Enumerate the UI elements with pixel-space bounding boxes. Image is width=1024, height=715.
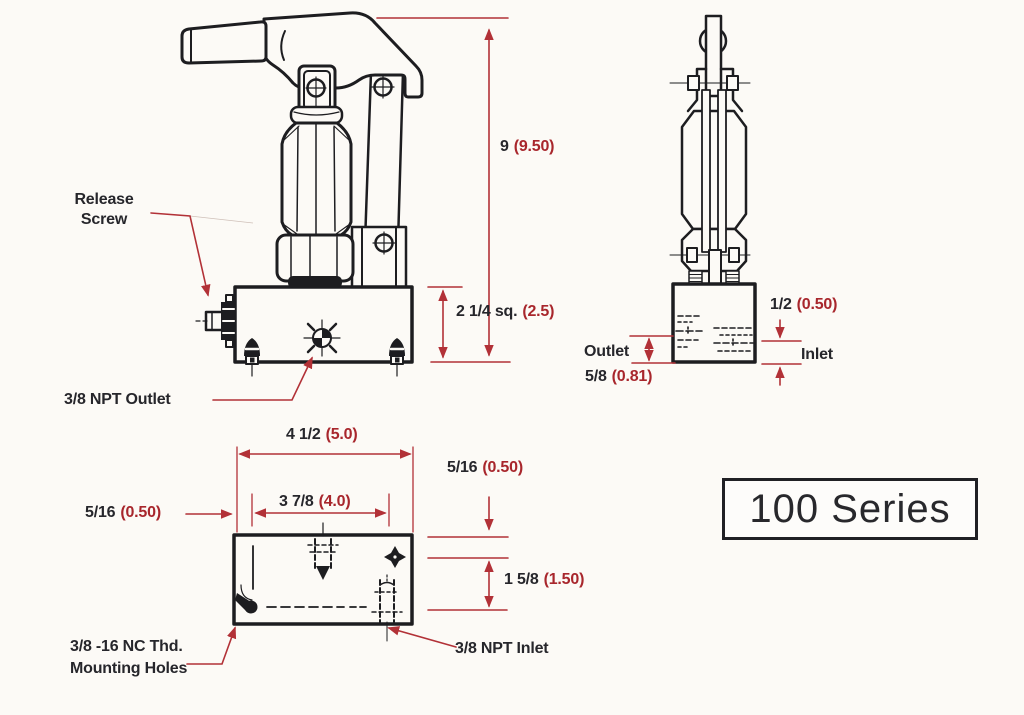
release-screw-leader xyxy=(150,212,211,297)
dim-base-width: 4 1/2(5.0) xyxy=(286,426,358,443)
dim-edge-offset-top: 5/16(0.50) xyxy=(447,459,523,476)
inlet-thread-icon xyxy=(371,574,403,642)
dim-edge-offset-left: 5/16(0.50) xyxy=(85,504,161,521)
dim-inlet-offset-side: 1/2(0.50) xyxy=(770,296,838,313)
mounting-hole-icon xyxy=(244,338,260,377)
release-screw-icon xyxy=(195,294,236,348)
side-view-drawing xyxy=(669,14,757,364)
handle-bar-side xyxy=(704,14,723,98)
release-screw-label: Release Screw xyxy=(74,191,134,228)
mounting-hole-icon xyxy=(389,338,405,377)
dim-base-square: 2 1/4 sq.(2.5) xyxy=(456,303,555,320)
inlet-leader xyxy=(387,626,457,648)
bottom-view-drawing xyxy=(232,522,414,642)
outlet-thread-icon xyxy=(307,538,339,580)
leader-fade-line xyxy=(189,215,254,224)
cylinder-side-upper xyxy=(680,109,748,231)
mounting-holes-label: 3/8 -16 NC Thd. Mounting Holes xyxy=(70,638,188,677)
mounting-hole-section-icon xyxy=(235,545,258,614)
dim-inlet-offset-bottom: 1 5/8(1.50) xyxy=(504,571,585,588)
series-title-box: 100 Series xyxy=(722,478,978,540)
dim-outlet-offset-side: 5/8(0.81) xyxy=(585,368,653,385)
hidden-port-lines xyxy=(675,315,754,352)
cylinder-hex-nut xyxy=(275,233,355,283)
side-outlet-label: Outlet xyxy=(584,343,630,360)
pump-base-side xyxy=(671,282,757,364)
front-view-drawing xyxy=(180,11,424,377)
pump-base-front xyxy=(233,285,414,364)
side-inlet-label: Inlet xyxy=(801,346,833,363)
mounting-holes-leader xyxy=(186,626,237,665)
bottom-inlet-label: 3/8 NPT Inlet xyxy=(455,640,549,657)
front-outlet-label: 3/8 NPT Outlet xyxy=(64,391,171,408)
outlet-port-icon xyxy=(384,546,406,568)
handle-grip xyxy=(180,20,268,65)
link-arm xyxy=(363,70,405,245)
series-title: 100 Series xyxy=(749,486,951,531)
npt-outlet-target-icon xyxy=(303,319,341,357)
outlet-leader xyxy=(212,356,313,401)
dimension-lines xyxy=(150,17,802,665)
dim-hole-spacing: 3 7/8(4.0) xyxy=(279,493,351,510)
dim-height: 9(9.50) xyxy=(500,138,555,155)
